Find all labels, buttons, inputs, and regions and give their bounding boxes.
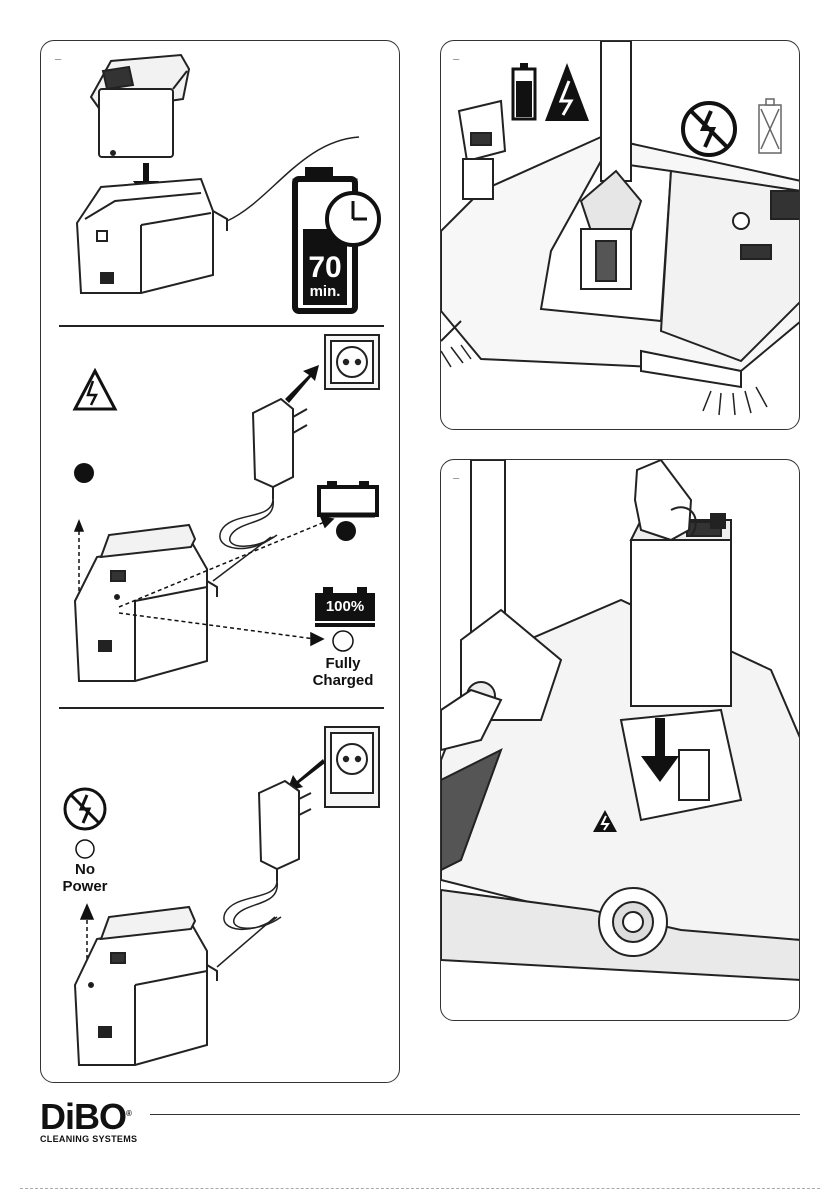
- battery-missing-icon: [759, 99, 781, 153]
- brand-tagline: CLEANING SYSTEMS: [40, 1134, 137, 1144]
- battery-low-icon: [513, 63, 535, 119]
- panel-remove-battery: _: [440, 40, 800, 430]
- battery-charger-icon: [75, 907, 217, 1065]
- no-power-line2: Power: [45, 878, 125, 895]
- wall-socket-icon: [325, 727, 379, 807]
- footer-divider: [150, 1114, 800, 1115]
- battery-pack-icon: [631, 514, 731, 706]
- hand-icon: [635, 460, 696, 540]
- brand-name: DiBO®: [40, 1097, 137, 1134]
- sweeper-top-view-illustration: [441, 41, 800, 430]
- sweeper-machine-icon: [441, 460, 800, 980]
- panel-insert-battery: _: [440, 459, 800, 1021]
- sweeper-machine-icon: [441, 41, 800, 387]
- panel-charging-steps: _: [40, 40, 400, 1083]
- no-power-line1: No: [45, 861, 125, 878]
- no-power-icon: [683, 103, 735, 155]
- sweeper-insert-battery-illustration: [441, 460, 800, 1021]
- no-power-icon: [65, 789, 105, 829]
- brand-logo: DiBO® CLEANING SYSTEMS: [40, 1097, 137, 1144]
- no-power-illustration: [41, 41, 400, 1083]
- page-edge-marker: [20, 1188, 820, 1189]
- warning-electric-icon: [545, 63, 589, 121]
- registered-mark: ®: [126, 1109, 131, 1118]
- led-off-icon: [76, 840, 94, 858]
- power-plug-icon: [217, 781, 311, 967]
